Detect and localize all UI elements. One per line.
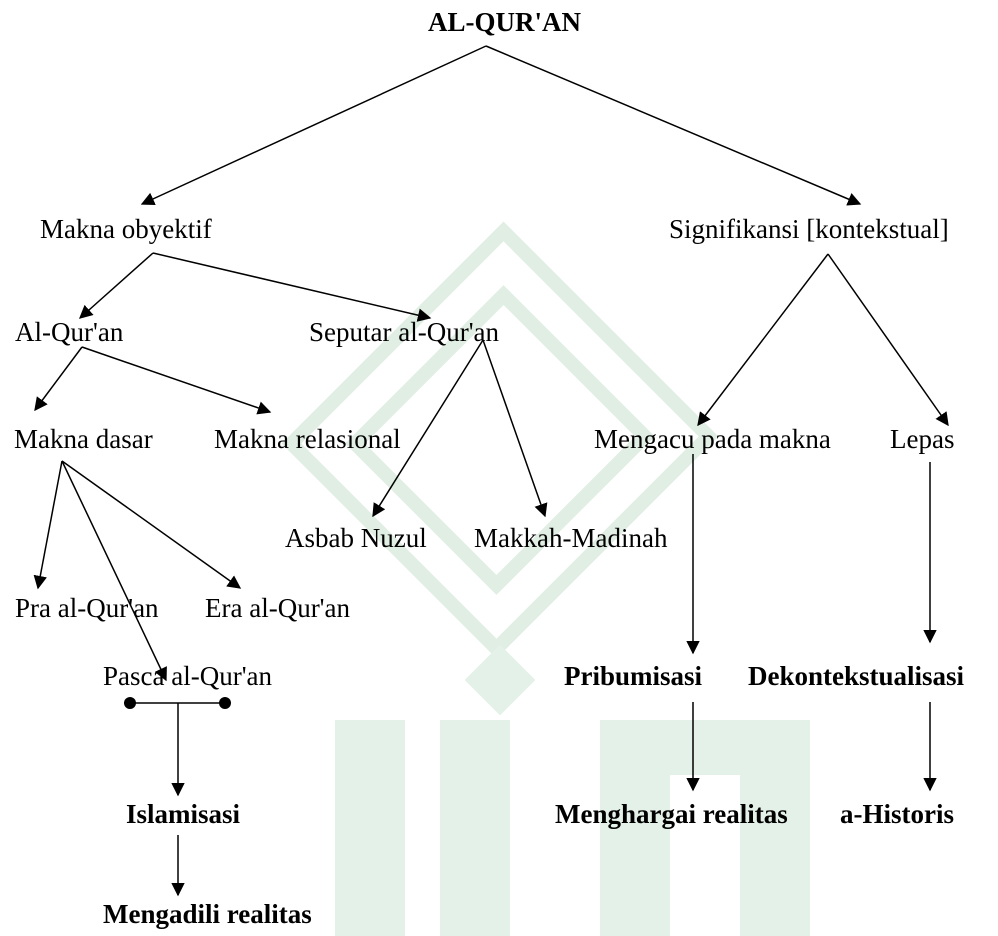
node-seputar: Seputar al-Qur'an xyxy=(309,317,500,347)
edge-dasar-era xyxy=(61,460,242,589)
edge-makna-alquran xyxy=(78,252,154,319)
edge-seputar-makkah xyxy=(482,339,548,518)
node-al-quran: Al-Qur'an xyxy=(15,317,124,347)
bar-end-dot-left xyxy=(124,697,136,709)
node-pasca: Pasca al-Qur'an xyxy=(103,661,273,691)
node-pra: Pra al-Qur'an xyxy=(15,593,159,623)
node-asbab-nuzul: Asbab Nuzul xyxy=(285,523,427,553)
bar-end-dot-right xyxy=(219,697,231,709)
edge-root-signifikansi xyxy=(485,45,862,206)
node-ahistoris: a-Historis xyxy=(840,799,954,829)
node-pribumisasi: Pribumisasi xyxy=(564,661,703,691)
edge-dasar-pasca xyxy=(61,460,167,682)
edge-alquran-dasar xyxy=(34,346,83,412)
edge-signif-mengacu xyxy=(697,253,829,427)
node-signifikansi: Signifikansi [kontekstual] xyxy=(669,214,949,244)
node-root: AL-QUR'AN xyxy=(428,7,581,37)
node-mengadili: Mengadili realitas xyxy=(103,899,312,929)
edge-seputar-asbab xyxy=(372,339,484,518)
node-makkah-madinah: Makkah-Madinah xyxy=(474,523,668,553)
edge-root-makna-obyektif xyxy=(140,45,487,206)
node-islamisasi: Islamisasi xyxy=(126,799,241,829)
node-makna-dasar: Makna dasar xyxy=(14,424,153,454)
edge-dasar-pra xyxy=(33,460,63,590)
node-dekontekstualisasi: Dekontekstualisasi xyxy=(748,661,965,691)
edge-signif-lepas xyxy=(827,253,949,427)
node-era: Era al-Qur'an xyxy=(205,593,351,623)
node-makna-obyektif: Makna obyektif xyxy=(40,214,212,244)
node-mengacu: Mengacu pada makna xyxy=(594,424,831,454)
node-makna-relasional: Makna relasional xyxy=(214,424,401,454)
edge-makna-seputar xyxy=(152,252,432,322)
node-menghargai: Menghargai realitas xyxy=(555,799,788,829)
edge-alquran-relasional xyxy=(81,346,272,415)
node-lepas: Lepas xyxy=(890,424,955,454)
